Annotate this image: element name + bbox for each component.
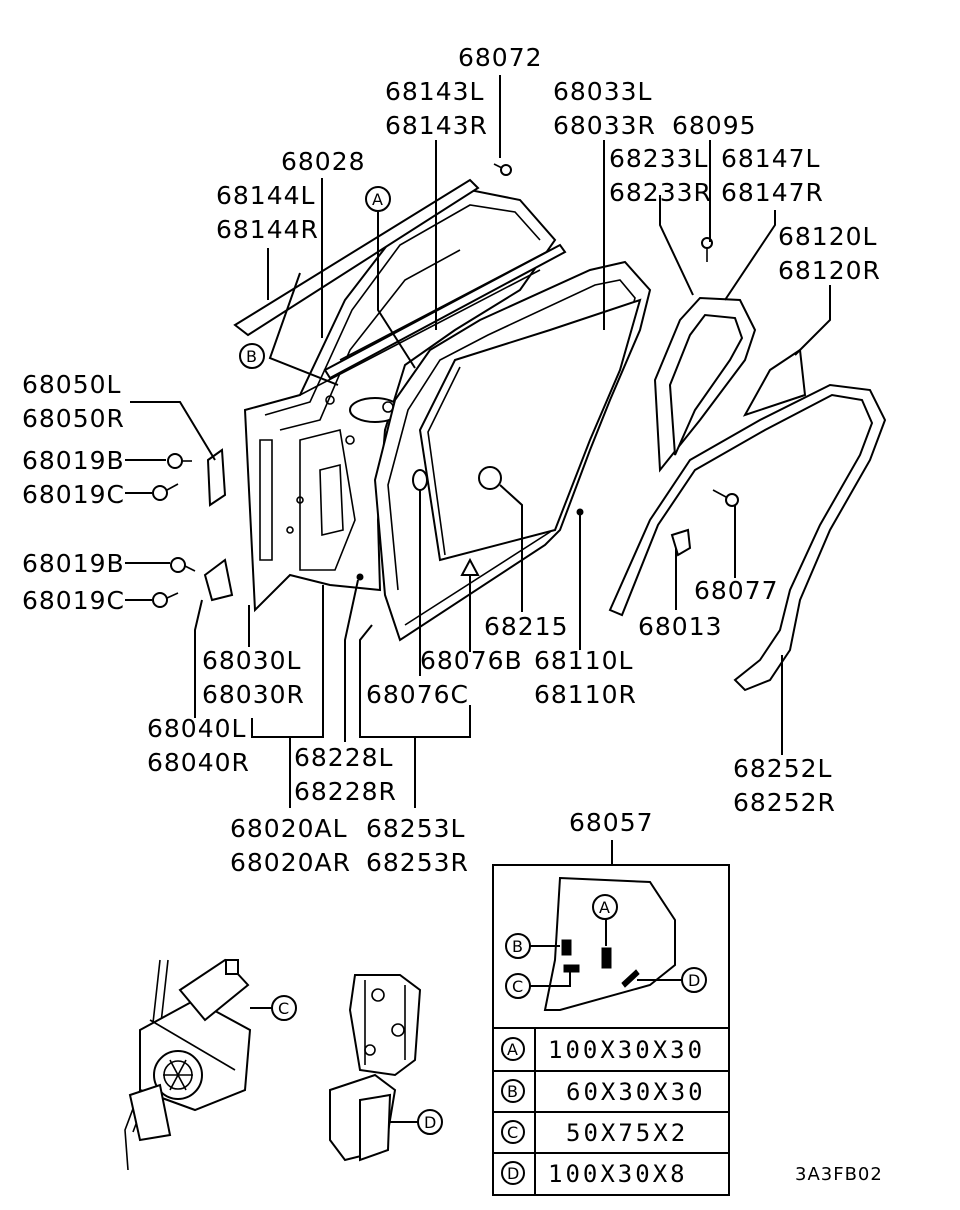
part-label: 68020AR xyxy=(230,848,351,877)
part-label: 68030R xyxy=(202,680,305,709)
part-label: 68019B xyxy=(22,446,125,475)
part-label: 68077 xyxy=(694,576,779,605)
table-value: 100X30X30 xyxy=(548,1036,705,1064)
grommet-68215 xyxy=(478,466,502,490)
part-label: 68252L xyxy=(733,754,832,783)
part-label: 68143L xyxy=(385,77,484,106)
part-label: 68019C xyxy=(22,480,125,509)
part-label: 68019B xyxy=(22,549,125,578)
table-key: B xyxy=(507,1082,518,1101)
part-label: 68040L xyxy=(147,714,246,743)
box-callout-d: D xyxy=(681,967,707,993)
part-label: 68144L xyxy=(216,181,315,210)
part-label: 68095 xyxy=(672,111,757,140)
leader-lines xyxy=(125,75,831,865)
callout-letter: D xyxy=(424,1113,436,1132)
part-label: 68233R xyxy=(609,178,712,207)
callout-letter: C xyxy=(512,977,523,996)
part-label: 68028 xyxy=(281,147,366,176)
table-value: 60X30X30 xyxy=(566,1078,706,1106)
part-label: 68057 xyxy=(569,808,654,837)
door-assembly-drawing xyxy=(152,163,887,692)
door-glass xyxy=(418,298,642,562)
part-label: 68120L xyxy=(778,222,877,251)
part-label: 68110R xyxy=(534,680,637,709)
callout-letter: A xyxy=(599,898,610,917)
table-key: A xyxy=(507,1040,518,1059)
callout-letter: A xyxy=(372,190,383,209)
fastener-icon xyxy=(152,453,196,608)
box-callout-a: A xyxy=(592,894,618,920)
callout-letter: C xyxy=(278,999,289,1018)
hinge-icon xyxy=(206,448,227,507)
part-label: 68030L xyxy=(202,646,301,675)
part-label: 68253R xyxy=(366,848,469,877)
part-label: 68253L xyxy=(366,814,465,843)
table-row: A 100X30X30 xyxy=(501,1036,705,1064)
part-label: 68076C xyxy=(366,680,469,709)
table-value: 50X75X2 xyxy=(566,1119,688,1147)
table-key: D xyxy=(507,1164,519,1183)
box-callout-b: B xyxy=(505,933,531,959)
belt-molding-outer xyxy=(233,178,480,337)
part-label: 68228R xyxy=(294,777,397,806)
part-label: 68215 xyxy=(484,612,569,641)
part-labels: 68072 68143L 68143R 68033L 68033R 68095 … xyxy=(22,43,881,877)
hinge-icon xyxy=(203,558,234,602)
part-label: 68143R xyxy=(385,111,488,140)
box-callout-c: C xyxy=(505,973,531,999)
door-lock-actuator-icon xyxy=(329,974,422,1162)
part-label: 68147L xyxy=(721,144,820,173)
part-label: 68147R xyxy=(721,178,824,207)
callout-a-top: A xyxy=(365,186,391,212)
part-label: 68072 xyxy=(458,43,543,72)
part-label: 68033R xyxy=(553,111,656,140)
diagram-code: 3A3FB02 xyxy=(795,1164,883,1185)
part-label: 68110L xyxy=(534,646,633,675)
callout-d-lock: D xyxy=(417,1109,443,1135)
callout-c-motor: C xyxy=(271,995,297,1021)
part-label: 68076B xyxy=(420,646,523,675)
table-key: C xyxy=(507,1123,518,1142)
door-weatherstrip xyxy=(608,383,887,692)
callout-b-top: B xyxy=(239,343,265,369)
part-label: 68040R xyxy=(147,748,250,777)
table-value: 100X30X8 xyxy=(548,1160,688,1188)
part-label: 68144R xyxy=(216,215,319,244)
part-label: 68050L xyxy=(22,370,121,399)
callout-letter: D xyxy=(688,971,700,990)
part-label: 68233L xyxy=(609,144,708,173)
seal-reference-box xyxy=(492,864,730,1196)
part-label: 68033L xyxy=(553,77,652,106)
part-label: 68252R xyxy=(733,788,836,817)
regulator-motor-icon xyxy=(124,958,272,1171)
part-label: 68019C xyxy=(22,586,125,615)
part-label: 68120R xyxy=(778,256,881,285)
table-row: B 60X30X30 xyxy=(501,1078,706,1106)
part-label: 68013 xyxy=(638,612,723,641)
callout-letter: B xyxy=(512,937,523,956)
callout-letter: B xyxy=(246,347,257,366)
part-label: 68050R xyxy=(22,404,125,433)
table-row: D 100X30X8 xyxy=(501,1160,688,1188)
table-row: C 50X75X2 xyxy=(501,1119,688,1147)
part-label: 68228L xyxy=(294,743,393,772)
part-label: 68020AL xyxy=(230,814,348,843)
